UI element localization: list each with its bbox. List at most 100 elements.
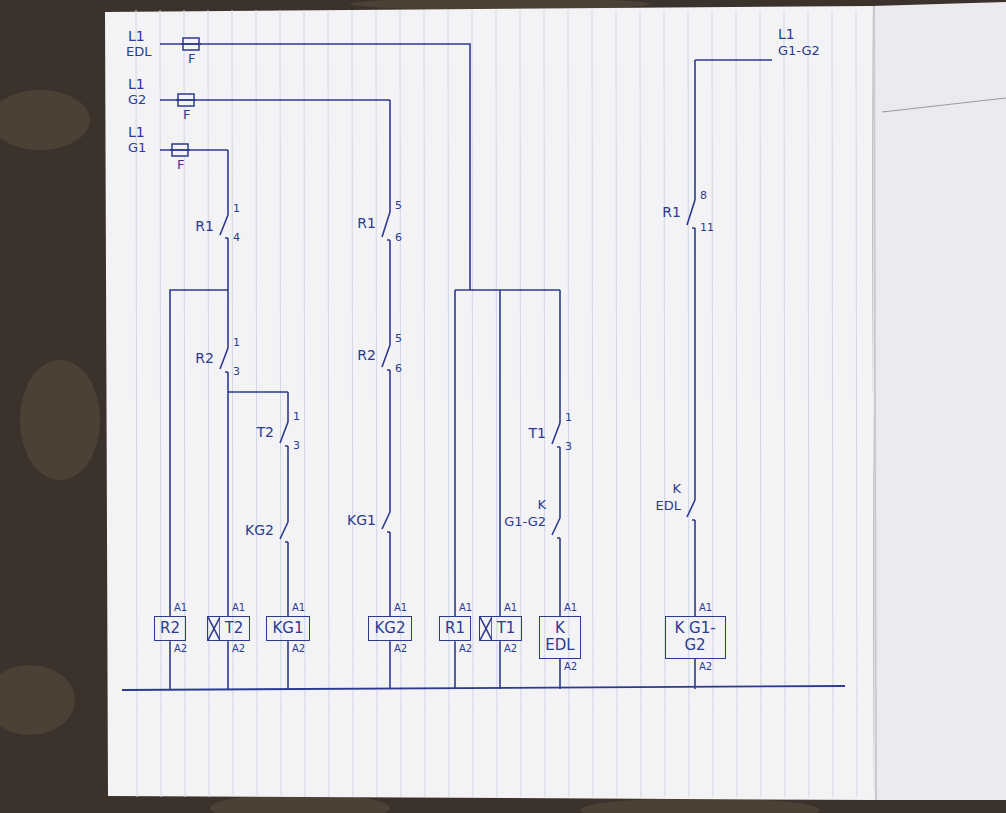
contact-label: R1 <box>357 215 376 231</box>
wire <box>454 290 456 616</box>
contact-label: 1 <box>565 412 572 425</box>
wire <box>559 659 561 690</box>
page-fold <box>874 6 876 800</box>
wire <box>499 290 501 616</box>
wire <box>227 641 229 689</box>
ruled-line <box>328 10 329 797</box>
ruled-line <box>640 10 641 797</box>
pin-number: A1 <box>504 602 517 614</box>
coil-name: T2 <box>224 620 245 637</box>
wire <box>287 641 289 689</box>
contact-label: G1 <box>128 141 146 156</box>
relay-coil: K G1-G2 <box>665 616 726 659</box>
nc-contact-symbol <box>687 200 695 228</box>
relay-coil: K EDL <box>539 616 581 659</box>
wire <box>287 446 289 522</box>
contact-label: L1 <box>128 124 145 140</box>
contact-label: 3 <box>293 440 300 453</box>
pin-number: A1 <box>459 602 472 614</box>
contact-label: R2 <box>357 347 376 363</box>
wire <box>389 100 391 212</box>
wire <box>389 370 391 512</box>
ruled-line <box>160 10 161 797</box>
relay-coil: KG2 <box>368 616 412 641</box>
nc-contact-symbol <box>382 212 390 240</box>
pin-number: A1 <box>394 602 407 614</box>
ruled-line <box>496 10 497 797</box>
contact-label: R1 <box>195 218 214 234</box>
nc-contact-symbol <box>552 518 560 538</box>
wire <box>389 240 391 345</box>
ruled-line <box>256 10 257 797</box>
ruled-line <box>784 10 785 797</box>
ruled-line <box>712 10 713 797</box>
relay-coil: KG1 <box>266 616 310 641</box>
wire <box>694 659 696 690</box>
wire <box>160 44 470 290</box>
wire <box>228 391 288 393</box>
contact-label: K <box>537 498 546 513</box>
contact-label: L1 <box>128 76 145 92</box>
coil-name: KG2 <box>373 620 407 637</box>
neutral-rail <box>122 686 845 690</box>
contact-label: R1 <box>662 204 681 220</box>
ruled-line <box>568 10 569 797</box>
wire <box>227 238 229 348</box>
contact-label: 4 <box>233 232 240 245</box>
wire <box>287 392 289 422</box>
ruled-line <box>232 10 233 797</box>
contact-label: T2 <box>257 424 274 440</box>
coil-name: R1 <box>444 620 466 637</box>
ruled-line <box>544 10 545 797</box>
wire <box>559 290 561 423</box>
ruled-line <box>856 10 857 797</box>
ruled-line <box>472 10 473 797</box>
ruled-line <box>616 10 617 797</box>
pin-number: A2 <box>564 661 577 673</box>
contact-label: G1-G2 <box>504 515 546 530</box>
pin-number: A1 <box>232 602 245 614</box>
wire <box>170 290 228 616</box>
coil-name: K G1-G2 <box>670 620 721 655</box>
wire <box>499 641 501 689</box>
nc-contact-symbol <box>687 500 695 520</box>
ruled-line <box>424 10 425 797</box>
fuse-symbols <box>170 38 201 156</box>
contact-label: F <box>188 52 195 67</box>
ruled-line <box>688 10 689 797</box>
contact-label: F <box>177 158 184 173</box>
contact-label: R2 <box>195 350 214 366</box>
wire <box>694 228 696 500</box>
contact-label: F <box>183 108 190 123</box>
contact-label: 8 <box>700 190 707 203</box>
ruled-line <box>736 10 737 797</box>
nc-contact-symbol <box>220 215 228 238</box>
pin-number: A2 <box>232 643 245 655</box>
wire <box>227 372 229 616</box>
contact-label: EDL <box>126 45 151 60</box>
contact-label: G2 <box>128 93 146 108</box>
pin-number: A1 <box>699 602 712 614</box>
wire <box>695 59 772 61</box>
ruled-line <box>448 10 449 797</box>
contact-label: T1 <box>529 425 546 441</box>
contact-label: 1 <box>293 411 300 424</box>
timer-hatch <box>208 617 220 640</box>
nc-contact-symbol <box>280 522 288 542</box>
pin-number: A2 <box>174 643 187 655</box>
ruled-line <box>280 10 281 797</box>
ruled-line <box>376 10 377 797</box>
timer-hatch <box>480 617 492 640</box>
ruled-line <box>400 10 401 797</box>
wire <box>559 447 561 518</box>
coil-name: T1 <box>496 620 517 637</box>
pin-number: A2 <box>292 643 305 655</box>
nc-contact-symbol <box>220 348 228 372</box>
facing-page <box>872 2 1006 800</box>
relay-coil: T1 <box>479 616 522 641</box>
contact-label: 6 <box>395 363 402 376</box>
nc-contact-symbol <box>382 345 390 370</box>
contact-label: KG2 <box>245 522 274 538</box>
